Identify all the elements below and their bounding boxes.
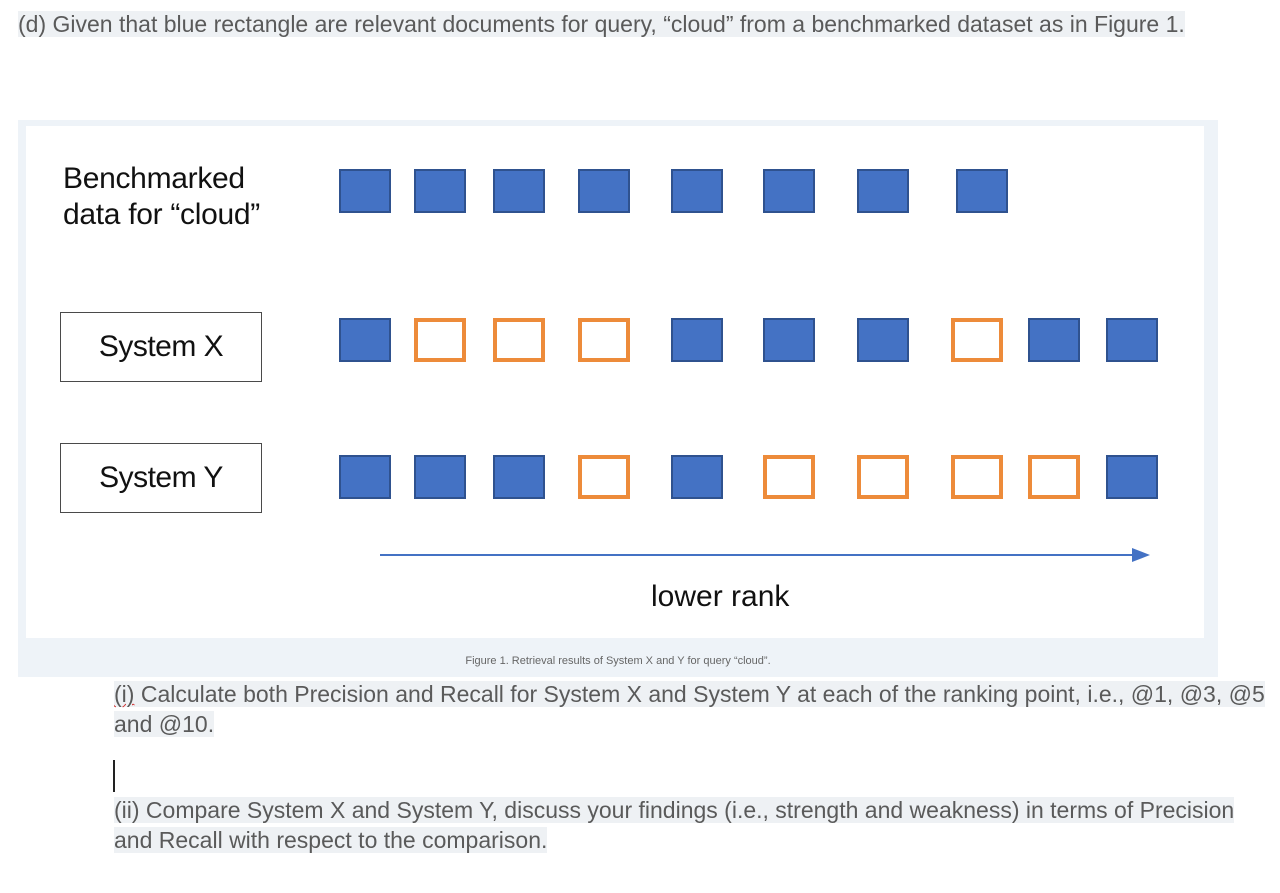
benchmark-label: Benchmarked data for “cloud” xyxy=(63,162,260,231)
figure-caption: Figure 1. Retrieval results of System X … xyxy=(465,655,771,667)
rank-arrow-icon xyxy=(380,548,1150,562)
system-y-label: System Y xyxy=(99,461,223,494)
system-x-doc-6-relevant xyxy=(763,318,815,362)
question-part-i: (i) Calculate both Precision and Recall … xyxy=(114,679,1274,739)
system-y-doc-8-nonrelevant xyxy=(951,455,1003,499)
system-x-doc-10-relevant xyxy=(1106,318,1158,362)
system-x-doc-3-nonrelevant xyxy=(493,318,545,362)
part-i-marker: (i) xyxy=(114,681,135,707)
system-x-label: System X xyxy=(98,330,224,363)
system-y-doc-10-relevant xyxy=(1106,455,1158,499)
text-cursor xyxy=(113,760,115,792)
system-y-doc-5-relevant xyxy=(671,455,723,499)
benchmark-doc-3-relevant xyxy=(493,169,545,213)
system-y-doc-9-nonrelevant xyxy=(1028,455,1080,499)
system-y-doc-3-relevant xyxy=(493,455,545,499)
benchmark-doc-8-relevant xyxy=(956,169,1008,213)
benchmark-doc-4-relevant xyxy=(578,169,630,213)
system-y-label-box: System Y xyxy=(60,443,262,513)
system-y-doc-1-relevant xyxy=(339,455,391,499)
benchmark-doc-6-relevant xyxy=(763,169,815,213)
system-x-label-box: System X xyxy=(60,312,262,382)
benchmark-doc-7-relevant xyxy=(857,169,909,213)
system-y-doc-6-nonrelevant xyxy=(763,455,815,499)
system-y-doc-4-nonrelevant xyxy=(578,455,630,499)
system-x-doc-2-nonrelevant xyxy=(414,318,466,362)
system-x-doc-5-relevant xyxy=(671,318,723,362)
rank-label: lower rank xyxy=(651,580,790,613)
system-y-doc-2-relevant xyxy=(414,455,466,499)
system-x-doc-7-relevant xyxy=(857,318,909,362)
question-intro: (d) Given that blue rectangle are releva… xyxy=(18,11,1185,37)
benchmark-doc-5-relevant xyxy=(671,169,723,213)
benchmark-doc-2-relevant xyxy=(414,169,466,213)
system-x-doc-8-nonrelevant xyxy=(951,318,1003,362)
system-y-doc-7-nonrelevant xyxy=(857,455,909,499)
part-i-text: Calculate both Precision and Recall for … xyxy=(114,681,1265,737)
question-part-ii: (ii) Compare System X and System Y, disc… xyxy=(114,797,1235,853)
system-x-doc-4-nonrelevant xyxy=(578,318,630,362)
system-x-doc-9-relevant xyxy=(1028,318,1080,362)
system-x-doc-1-relevant xyxy=(339,318,391,362)
benchmark-doc-1-relevant xyxy=(339,169,391,213)
